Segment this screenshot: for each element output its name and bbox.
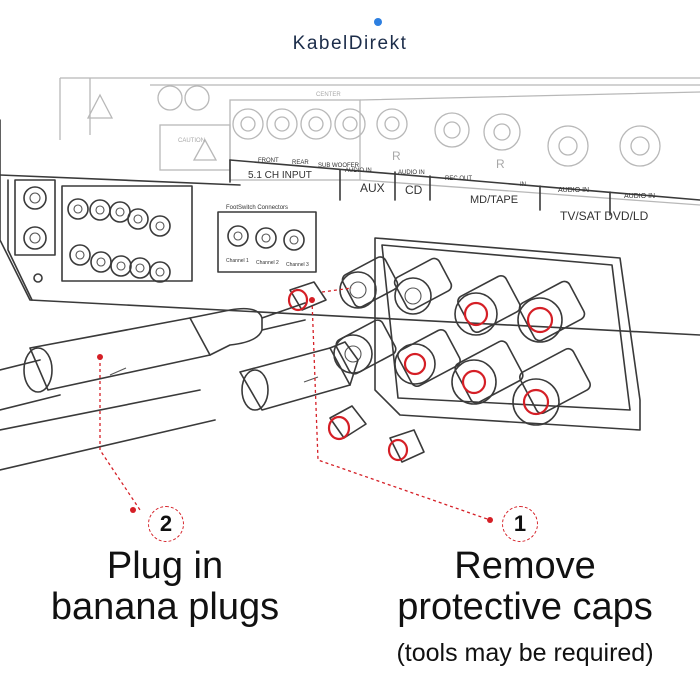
upper-ghost-panel: CAUTION CENTER R R [59,77,700,206]
cd-sub: AUDIO IN [398,170,425,176]
leader-line-step2 [99,357,141,511]
footswitch-ch3: Channel 3 [286,262,309,268]
step-2-number: 2 [148,506,184,542]
leader-dot-step1-top [309,297,315,303]
warning-triangle-icon-2 [192,138,218,161]
cd-title: CD [405,183,423,197]
brand-logo: KabelDirekt [292,33,408,54]
step-2-title-line1: Plug in [106,545,224,587]
banana-plug-cable-right [0,341,359,471]
binding-post-5 [333,319,397,375]
step-1-title-line1: Remove [454,545,596,587]
mdtape-title: MD/TAPE [470,194,518,206]
step-1-note: (tools may be required) [396,639,654,667]
footswitch-ch2: Channel 2 [256,260,279,266]
tvsat-sub: AUDIO IN [558,187,589,194]
input-51-rear: REAR [292,160,309,166]
step-2-title-line2: banana plugs [50,586,280,629]
input-51-title: 5.1 CH INPUT [248,170,312,181]
brand-logo-dot [374,18,382,26]
binding-post-3-red [454,274,521,336]
leader-dot-step1-bottom [487,517,493,523]
speaker-terminal-block [333,237,641,431]
r-marker-2: R [496,157,505,171]
input-51-sub: SUB WOOFER [318,163,360,169]
step-1-number: 1 [502,506,538,542]
leader-dot-step2-bottom [130,507,136,513]
caution-label: CAUTION [178,138,205,144]
protective-cap-on-plug [287,281,327,312]
protective-cap-removed-2 [387,429,425,463]
warning-triangle-icon [86,93,114,119]
binding-post-2 [393,257,453,315]
input-51-front: FRONT [258,158,279,164]
binding-post-8-red [512,347,591,426]
step-1-label: Remove protective caps [350,545,700,629]
step-1-title-line2: protective caps [397,586,653,629]
leader-dot-step2-top [97,354,103,360]
arrow-cap-removal [321,287,353,293]
step-2-label: Plug in banana plugs [0,545,330,629]
binding-post-4-red [517,280,586,343]
binding-post-6-red [394,328,461,388]
r-marker: R [392,149,401,163]
center-label: CENTER [316,92,341,98]
leader-line-step1 [311,299,491,521]
footswitch-title: FootSwitch Connectors [226,205,288,211]
dvdld-sub: AUDIO IN [624,193,655,200]
aux-sub: AUDIO IN [345,168,372,174]
tvsat-dvd-title: TV/SAT DVD/LD [560,209,649,223]
receiver-back-panel: FRONT REAR SUB WOOFER 5.1 CH INPUT AUDIO… [0,119,700,336]
footswitch-connectors: FootSwitch Connectors Channel 1 Channel … [217,205,317,273]
binding-post-7-red [451,340,524,405]
left-jack-cluster [14,179,193,283]
mdtape-in: IN [520,182,526,188]
binding-post-1 [339,256,399,309]
mdtape-rec: REC OUT [445,176,472,182]
protective-cap-removed-1 [327,405,367,441]
aux-title: AUX [360,181,385,195]
banana-plug-cable-left [0,302,306,411]
footswitch-ch1: Channel 1 [226,258,249,264]
